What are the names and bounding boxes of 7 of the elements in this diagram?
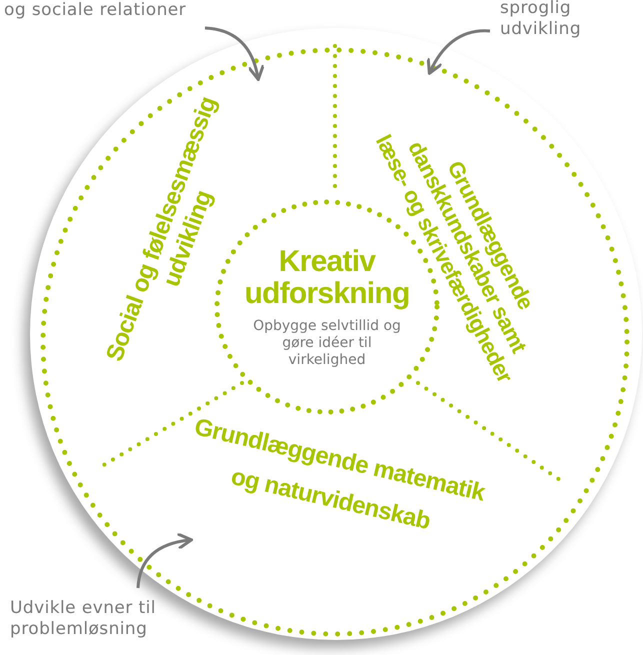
center-heading: Kreativ udforskning (243, 246, 410, 310)
callout-text: og sociale relationer (4, 0, 204, 21)
callout-text: sproglig udvikling (500, 0, 610, 40)
curved-arrow (204, 26, 264, 81)
curved-arrow (427, 29, 490, 75)
center-description: Opbygge selvtillid og gøre idéer til virkelighed (252, 318, 402, 368)
callout-text: Udvikle evner til problemløsning (10, 598, 210, 640)
